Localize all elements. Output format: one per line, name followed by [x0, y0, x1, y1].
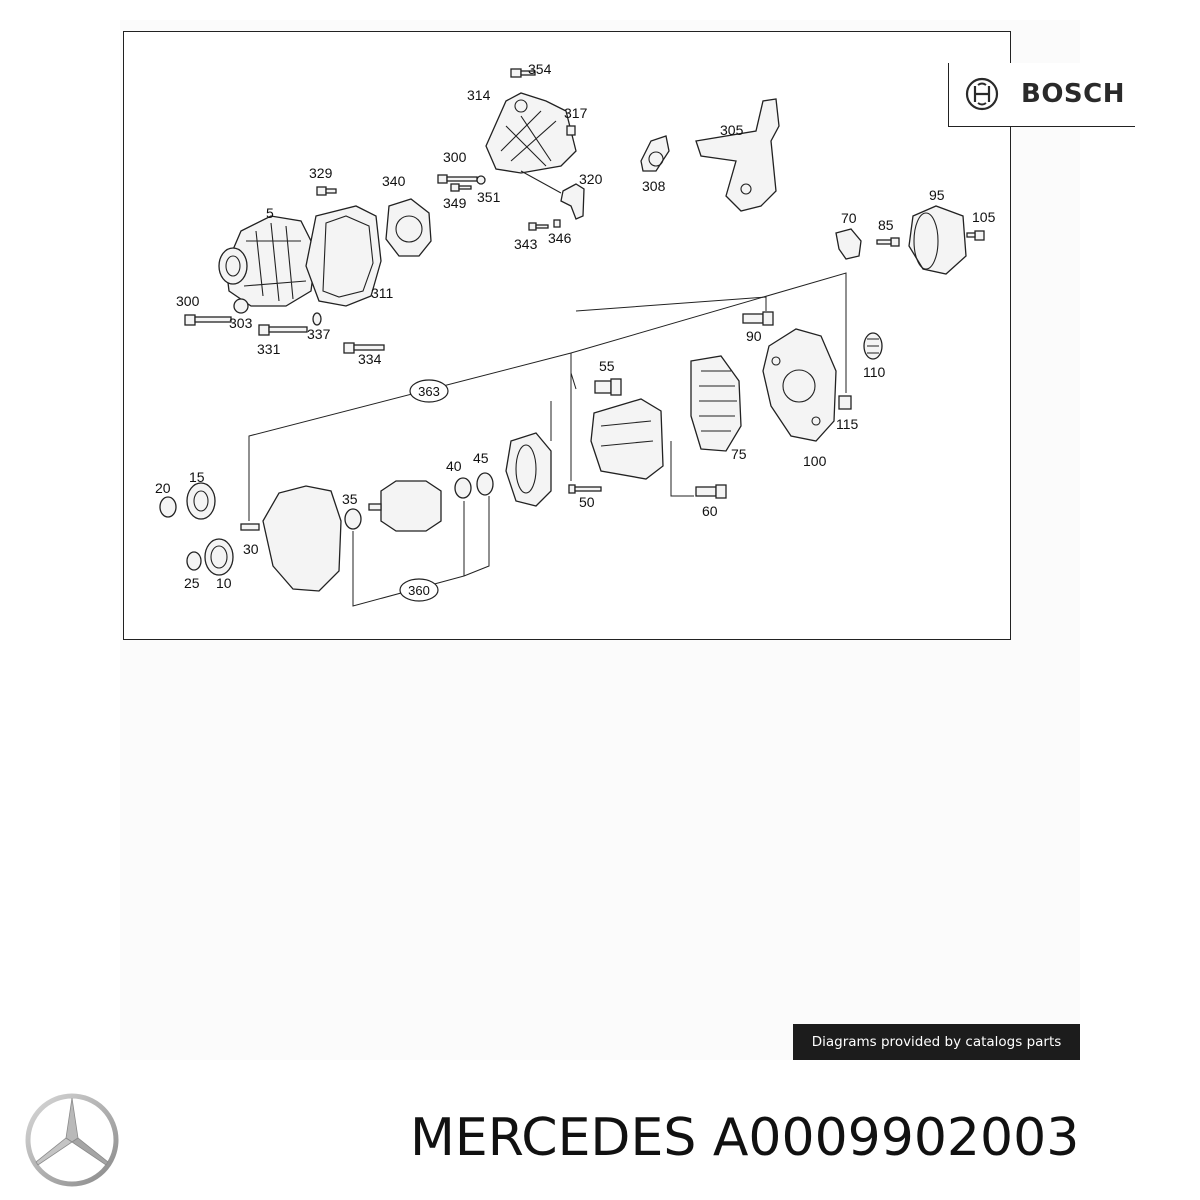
- callout: 340: [382, 173, 406, 189]
- cover-100: [762, 328, 837, 442]
- bushing-317: [566, 125, 576, 136]
- credit-banner: Diagrams provided by catalogs parts: [793, 1024, 1080, 1060]
- bolt-85: [876, 237, 900, 247]
- stator-ring: [505, 432, 552, 507]
- callout: 317: [564, 105, 588, 121]
- callout: 50: [579, 494, 595, 510]
- callout: 20: [155, 480, 171, 496]
- diagram-drawing: 363 360 354 314 317 300 320 349 351 343 …: [155, 61, 996, 607]
- callout: 329: [309, 165, 333, 181]
- rotor-assembly: [368, 480, 442, 532]
- callout: 351: [477, 189, 501, 205]
- callout: 100: [803, 453, 827, 469]
- callout: 305: [720, 122, 744, 138]
- callout: 300: [176, 293, 200, 309]
- callout: 95: [929, 187, 945, 203]
- callout: 25: [184, 575, 200, 591]
- mercedes-star-icon: [25, 1093, 119, 1187]
- callout: 75: [731, 446, 747, 462]
- callout: 343: [514, 236, 538, 252]
- ring-45: [476, 472, 494, 496]
- callout: 35: [342, 491, 358, 507]
- callout: 30: [243, 541, 259, 557]
- bolt-50: [568, 484, 602, 494]
- bolt-90: [742, 311, 774, 326]
- bolt-334: [343, 342, 385, 354]
- housing-311: [305, 205, 382, 307]
- bosch-logo-icon: [965, 77, 999, 111]
- bolt-349: [450, 183, 472, 192]
- bolt-60: [695, 484, 727, 499]
- bolt-329: [316, 186, 337, 196]
- bracket-320: [560, 183, 585, 220]
- cover-ring-95: [908, 205, 967, 275]
- bracket-305: [695, 98, 780, 212]
- pulley-15: [186, 482, 216, 520]
- bolt-354: [510, 68, 536, 78]
- bolt-343: [528, 222, 549, 231]
- bearing-40: [454, 477, 472, 499]
- cap-110: [863, 332, 883, 360]
- callout: 85: [878, 217, 894, 233]
- callout: 308: [642, 178, 666, 194]
- terminal-55: [594, 378, 622, 396]
- nut-20: [159, 496, 177, 518]
- clip-308: [640, 135, 670, 172]
- callout: 45: [473, 450, 489, 466]
- nut-115: [838, 395, 852, 410]
- spacer-303: [233, 298, 249, 314]
- brand-name: BOSCH: [1021, 79, 1125, 109]
- nut-346: [553, 219, 561, 228]
- bolt-105: [966, 230, 985, 241]
- group-363-label: 363: [418, 384, 440, 399]
- ring-340: [385, 198, 432, 257]
- exploded-parts-diagram: 363 360 354 314 317 300 320 349 351 343 …: [123, 31, 1135, 640]
- callout-labels: 354 314 317 300 320 349 351 343 346 329 …: [155, 61, 996, 591]
- callout: 110: [863, 364, 886, 380]
- callout: 70: [841, 210, 857, 226]
- callout: 10: [216, 575, 232, 591]
- group-360-oval: [399, 578, 439, 602]
- callout: 320: [579, 171, 603, 187]
- callout: 337: [307, 326, 331, 342]
- callout: 15: [189, 469, 205, 485]
- callout: 60: [702, 503, 718, 519]
- callout: 354: [528, 61, 552, 77]
- pulley-10: [204, 538, 234, 576]
- callout: 349: [443, 195, 467, 211]
- group-363-oval: [409, 379, 449, 403]
- page-title: MERCEDES A0009902003: [410, 1108, 1080, 1168]
- washer-351: [476, 175, 486, 185]
- group-360-label: 360: [408, 583, 430, 598]
- bosch-brand-box: BOSCH: [948, 63, 1135, 127]
- drive-end-shield-30: [262, 485, 342, 592]
- alternator-housing-5: [218, 215, 317, 307]
- callout: 346: [548, 230, 572, 246]
- callout: 115: [836, 416, 859, 432]
- rectifier-75: [690, 355, 742, 452]
- callout: 55: [599, 358, 615, 374]
- callout: 331: [257, 341, 281, 357]
- callout: 5: [266, 205, 274, 221]
- callout: 303: [229, 315, 253, 331]
- bolt-300-top: [437, 174, 478, 184]
- screw-30: [240, 523, 260, 531]
- callout: 40: [446, 458, 462, 474]
- nut-25: [186, 551, 202, 571]
- bracket-314: [485, 92, 577, 174]
- regulator-body: [590, 398, 664, 480]
- washer-337: [312, 312, 322, 326]
- callout: 314: [467, 87, 491, 103]
- callout: 311: [371, 285, 394, 301]
- bearing-35: [344, 508, 362, 530]
- callout: 300: [443, 149, 467, 165]
- bolt-300-left: [184, 314, 232, 326]
- callout: 105: [972, 209, 996, 225]
- callout: 334: [358, 351, 382, 367]
- terminal-70: [835, 228, 862, 260]
- bolt-331: [258, 324, 308, 336]
- callout: 90: [746, 328, 762, 344]
